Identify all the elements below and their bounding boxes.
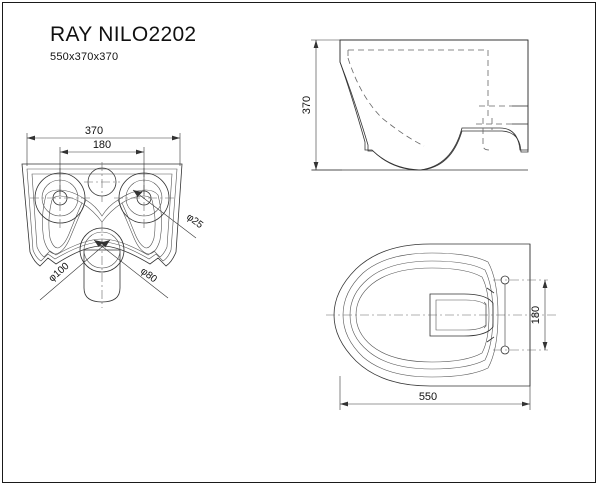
leader-phi80-arrow — [94, 240, 104, 247]
top-hinge-mark-lower — [486, 336, 495, 343]
center-web — [85, 199, 119, 217]
dim-label-bolt-spacing: 180 — [93, 139, 111, 151]
callout-label-phi25: φ25 — [184, 212, 205, 232]
dim-180v-arrow-bottom — [542, 342, 548, 350]
product-dimensions-label: 550x370x370 — [50, 51, 119, 64]
hidden-line-right-drop — [482, 118, 490, 151]
dim-180-arrow-right — [136, 149, 144, 155]
top-view: 550 180 — [326, 243, 556, 410]
center-web-inner — [81, 202, 123, 223]
callout-label-phi80: φ80 — [138, 266, 159, 286]
side-view: 370 — [301, 39, 529, 171]
dim-370-arrow-right — [172, 135, 180, 141]
dim-label-side-height: 370 — [301, 96, 313, 114]
leader-phi100-arrow — [100, 240, 110, 248]
dim-label-rear-width: 370 — [85, 125, 103, 137]
top-seat-dshape-inner — [435, 299, 487, 331]
dim-label-fixing-centers: 180 — [530, 306, 542, 324]
leader-phi100 — [39, 239, 111, 301]
rear-view: 370 180 φ25 φ80 φ100 — [21, 125, 205, 308]
dim-370-arrow-left — [27, 135, 35, 141]
hidden-bowl-curve — [347, 57, 425, 147]
top-body-outline — [333, 243, 531, 387]
dim-550-arrow-left — [340, 401, 348, 407]
leader-phi25 — [132, 189, 197, 239]
top-rim-outer — [342, 252, 499, 378]
right-fin-shape — [117, 189, 162, 255]
dim-370v-arrow-top — [313, 40, 319, 48]
dim-180-arrow-left — [60, 149, 68, 155]
title-block: RAY NILO2202 550x370x370 — [50, 23, 197, 64]
dim-550-arrow-right — [522, 401, 530, 407]
top-bowl-edge — [355, 267, 490, 363]
dim-180v-arrow-top — [542, 280, 548, 288]
dim-label-top-length: 550 — [419, 391, 437, 403]
top-hinge-mark-upper — [486, 287, 495, 294]
side-body-outline-2 — [339, 39, 529, 171]
top-rim-inner — [349, 260, 494, 370]
leader-phi25-arrow — [133, 190, 143, 197]
dim-370v-arrow-bottom — [313, 162, 319, 170]
top-seat-dshape — [429, 293, 494, 337]
callout-label-phi100: φ100 — [47, 260, 72, 284]
page-title: RAY NILO2202 — [50, 23, 197, 46]
leader-phi80 — [93, 239, 169, 299]
left-fin-shape — [42, 189, 87, 255]
